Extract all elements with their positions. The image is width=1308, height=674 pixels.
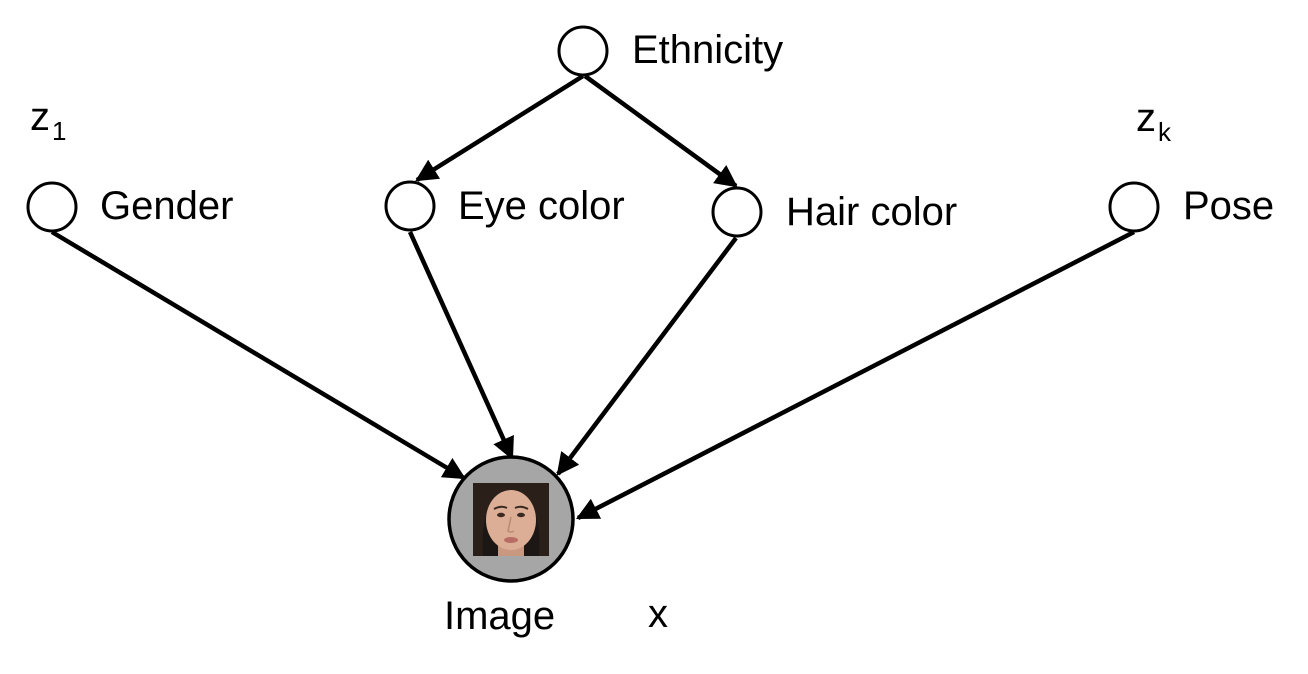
z1-base: z [30, 95, 50, 139]
edge-pose-to-image [575, 229, 1136, 521]
face-photo-icon [473, 483, 549, 556]
node-pose [1108, 181, 1160, 233]
node-ethnicity [557, 25, 609, 77]
label-gender: Gender [100, 184, 233, 228]
label-image: Image [444, 594, 555, 638]
edge-eye-color-to-image [407, 231, 515, 461]
edge-ethnicity-to-eye-color [415, 74, 585, 182]
node-eye-color [384, 180, 436, 232]
observed-variable-x: x [648, 592, 668, 636]
edge-ethnicity-to-hair-color [583, 74, 738, 188]
z1-subscript: 1 [52, 116, 66, 146]
latent-variable-zk: zk [1136, 96, 1172, 147]
latent-variable-z1: z1 [30, 95, 66, 146]
edge-hair-color-to-image [556, 236, 738, 476]
node-hair-color [711, 186, 763, 238]
label-ethnicity: Ethnicity [632, 28, 783, 72]
node-gender [26, 181, 78, 233]
edge-gender-to-image [50, 230, 466, 480]
label-pose: Pose [1183, 184, 1274, 228]
label-hair-color: Hair color [786, 190, 957, 234]
zk-base: z [1136, 96, 1156, 140]
label-eye-color: Eye color [458, 184, 625, 228]
zk-subscript: k [1158, 117, 1172, 147]
